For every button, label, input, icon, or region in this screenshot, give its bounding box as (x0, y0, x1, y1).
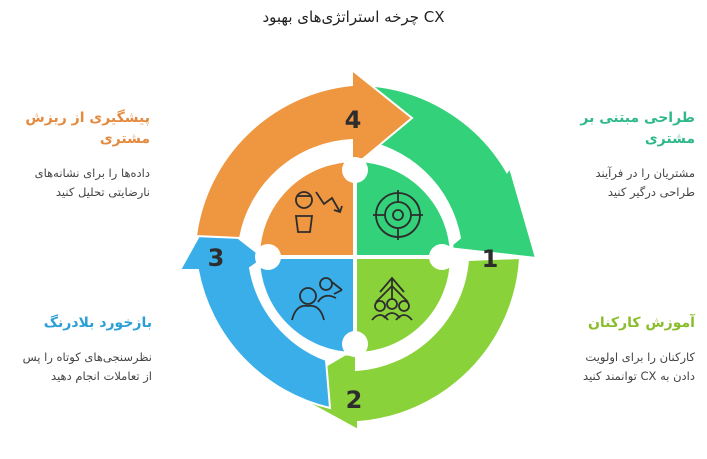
target-icon (373, 190, 423, 240)
step-2-text: آموزش کارکنان کارکنان را برای اولویت داد… (565, 313, 695, 386)
step-1-title: طراحی مبتنی بر مشتری (580, 110, 695, 147)
arrow-step-3 (178, 214, 332, 410)
team-growth-icon (371, 276, 413, 321)
step-2-number: 2 (346, 386, 363, 414)
step-4-title: پیشگیری از ریزش مشتری (25, 110, 150, 147)
step-3-text: بازخورد بلادرنگ نظرسنجی‌های کوتاه را پس … (12, 313, 152, 386)
step-4-number: 4 (345, 106, 362, 134)
step-4-description: داده‌ها را برای نشانه‌های نارضایتی تحلیل… (34, 166, 150, 199)
quadrant-step-1 (353, 157, 455, 259)
churn-decline-icon (294, 191, 343, 233)
inner-quadrants (255, 157, 455, 357)
page-title: CX چرخه استراتژی‌های بهبود (262, 8, 445, 26)
step-3-number: 3 (208, 244, 225, 272)
step-2-description: کارکنان را برای اولویت دادن به CX توانمن… (583, 350, 695, 383)
step-4-text: پیشگیری از ریزش مشتری داده‌ها را برای نش… (12, 108, 150, 202)
step-2-title: آموزش کارکنان (587, 315, 695, 331)
arrow-step-4 (194, 67, 414, 240)
step-3-title: بازخورد بلادرنگ (43, 315, 152, 331)
step-1-number: 1 (482, 245, 499, 273)
cycle-arrows (178, 67, 538, 432)
arrow-step-2 (282, 256, 522, 432)
feedback-people-icon (291, 277, 343, 321)
step-3-description: نظرسنجی‌های کوتاه را پس از تعاملات انجام… (22, 350, 152, 383)
step-1-description: مشتریان را در فرآیند طراحی درگیر کنید (595, 166, 695, 199)
step-1-text: طراحی مبتنی بر مشتری مشتریان را در فرآین… (580, 108, 695, 202)
quadrant-step-2 (353, 255, 455, 357)
